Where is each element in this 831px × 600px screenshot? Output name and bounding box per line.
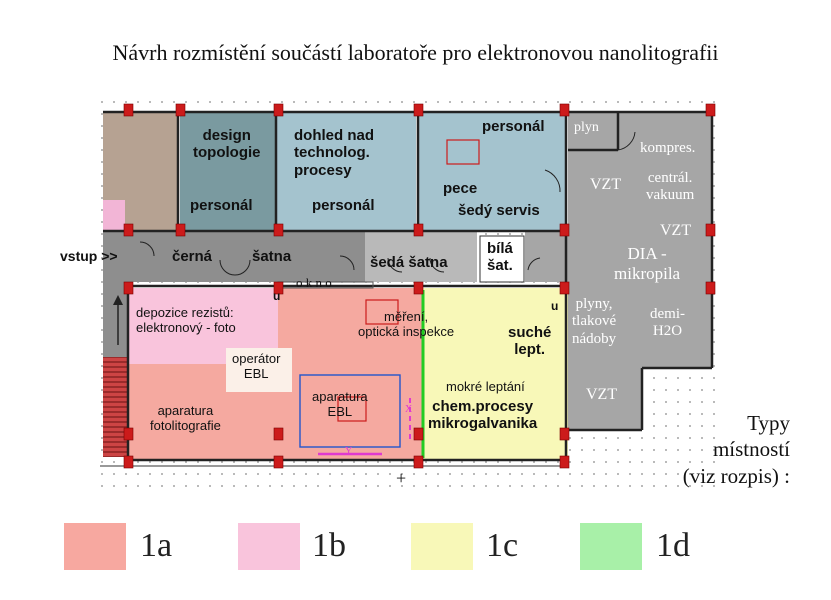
label-aparatura-ebl: aparatura EBL bbox=[312, 389, 368, 419]
room-seda-satna bbox=[365, 232, 477, 282]
column-11 bbox=[705, 223, 716, 237]
label-dohled-personal: personál bbox=[312, 197, 375, 214]
label-suche: suché lept. bbox=[508, 324, 552, 359]
corridor-left bbox=[103, 282, 129, 357]
column-20 bbox=[559, 427, 570, 441]
label-u2: u bbox=[551, 299, 559, 313]
column-18 bbox=[273, 427, 284, 441]
label-plyny: plyny, tlakové nádoby bbox=[572, 296, 617, 347]
label-design-personal: personál bbox=[190, 197, 253, 214]
column-22 bbox=[273, 455, 284, 469]
label-mokre: mokré leptání bbox=[446, 379, 525, 394]
ebl-outer-box bbox=[299, 374, 401, 448]
label-dohled: dohled nad technolog. procesy bbox=[294, 127, 374, 179]
column-0 bbox=[123, 103, 134, 117]
label-vzt-1: VZT bbox=[590, 176, 622, 193]
legend-swatch-1b bbox=[238, 523, 300, 570]
legend-swatch-1a bbox=[64, 523, 126, 570]
types-heading: Typy místností (viz rozpis) : bbox=[640, 410, 790, 489]
room-service-gray bbox=[568, 112, 712, 430]
column-4 bbox=[559, 103, 570, 117]
label-dia: DIA - mikropila bbox=[614, 244, 681, 283]
label-y-axis: Y bbox=[345, 446, 353, 457]
room-pece bbox=[418, 112, 566, 230]
label-kompres: kompres. bbox=[640, 140, 696, 156]
label-sedy-servis: šedý servis bbox=[458, 202, 540, 219]
types-line-1: Typy bbox=[747, 411, 790, 435]
corridor-vstup bbox=[103, 232, 155, 282]
label-okno: o k n o bbox=[296, 275, 332, 290]
label-vzt-3: VZT bbox=[586, 386, 618, 403]
column-24 bbox=[559, 455, 570, 469]
label-bila-sat: bílá šat. bbox=[487, 240, 513, 275]
legend-swatch-1c bbox=[411, 523, 473, 570]
mereni-box bbox=[365, 299, 399, 325]
room-cerna-satna bbox=[155, 232, 365, 282]
column-17 bbox=[123, 427, 134, 441]
column-23 bbox=[413, 455, 424, 469]
label-design: design topologie bbox=[193, 127, 261, 162]
entrance-arrow-head bbox=[113, 295, 123, 305]
column-8 bbox=[273, 223, 284, 237]
label-mereni: měření, optická inspekce bbox=[358, 309, 455, 339]
label-operator: operátor EBL bbox=[232, 351, 281, 381]
label-depozice: depozice rezistů: elektronový - foto bbox=[136, 305, 236, 335]
column-13 bbox=[273, 281, 284, 295]
pece-box bbox=[446, 139, 480, 165]
label-aparatura-foto: aparatura fotolitografie bbox=[150, 403, 221, 433]
legend-label-1c: 1c bbox=[486, 527, 519, 564]
legend-swatch-1d bbox=[580, 523, 642, 570]
room-bila-sat bbox=[479, 235, 525, 283]
label-cerna: černá bbox=[172, 248, 213, 265]
label-seda-satna: šedá šatna bbox=[370, 254, 448, 271]
column-7 bbox=[175, 223, 186, 237]
column-15 bbox=[559, 281, 570, 295]
label-plyn: plyn bbox=[574, 120, 599, 135]
legend-label-1b: 1b bbox=[312, 527, 346, 564]
column-3 bbox=[413, 103, 424, 117]
legend-label-1d: 1d bbox=[656, 527, 690, 564]
column-2 bbox=[273, 103, 284, 117]
label-x-axis: X bbox=[405, 404, 413, 415]
room-design bbox=[180, 112, 275, 230]
label-vzt-2: VZT bbox=[660, 222, 692, 239]
ebl-inner-box bbox=[337, 396, 367, 422]
label-u1: u bbox=[273, 289, 281, 303]
column-9 bbox=[413, 223, 424, 237]
column-1 bbox=[175, 103, 186, 117]
label-vstup: vstup >> bbox=[60, 248, 118, 264]
corridor-right bbox=[525, 232, 570, 282]
legend-label-1a: 1a bbox=[140, 527, 173, 564]
column-16 bbox=[705, 281, 716, 295]
label-personal-top: personál bbox=[482, 118, 545, 135]
types-line-3: (viz rozpis) : bbox=[682, 463, 790, 488]
column-21 bbox=[123, 455, 134, 469]
label-pece: pece bbox=[443, 180, 478, 197]
label-satna: šatna bbox=[252, 248, 292, 265]
column-14 bbox=[413, 281, 424, 295]
room-pink-small bbox=[103, 200, 125, 230]
column-6 bbox=[123, 223, 134, 237]
label-plus: + bbox=[396, 468, 407, 488]
room-dohled bbox=[276, 112, 416, 230]
column-12 bbox=[123, 281, 134, 295]
column-10 bbox=[559, 223, 570, 237]
column-5 bbox=[705, 103, 716, 117]
room-suche bbox=[500, 300, 560, 360]
room-operator bbox=[226, 348, 292, 392]
stair-hatch bbox=[103, 357, 129, 457]
types-line-2: místností bbox=[712, 437, 790, 462]
label-central-vakuum: centrál. vakuum bbox=[646, 170, 695, 204]
label-demi: demi- H2O bbox=[650, 306, 685, 340]
column-19 bbox=[413, 427, 424, 441]
label-chem: chem.procesy mikrogalvanika bbox=[428, 398, 538, 433]
diagram-title: Návrh rozmístění součástí laboratoře pro… bbox=[112, 40, 719, 65]
